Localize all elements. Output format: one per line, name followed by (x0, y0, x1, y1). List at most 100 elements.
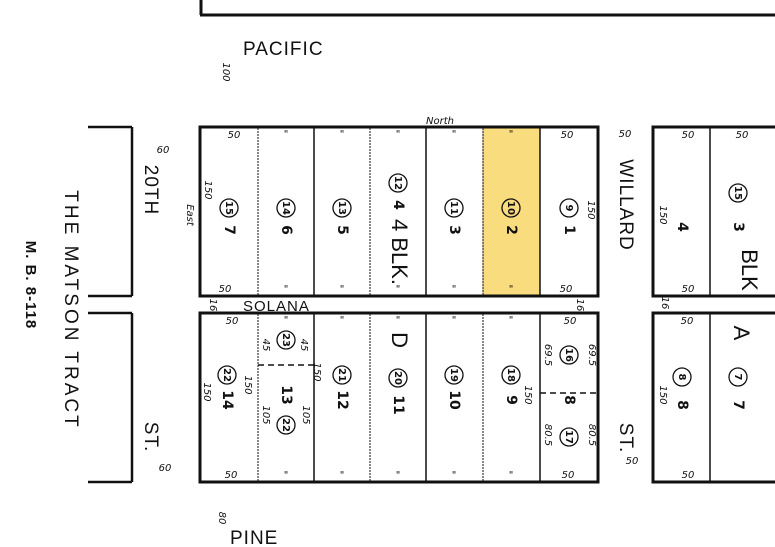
street-willard: WILLARD (615, 159, 636, 250)
ditto-mark: " (340, 315, 345, 326)
lot-number: 4 (674, 222, 690, 232)
parcel-circle (501, 198, 521, 218)
dimension-north: North (426, 116, 454, 127)
dimension-frontage: 50 (736, 130, 749, 141)
parcel-circle (219, 198, 239, 218)
dimension-willard-width: 50 (626, 456, 639, 467)
parcel-circle (559, 427, 579, 447)
block-label-south-center: D (387, 332, 412, 348)
dimension-split-front-8: 69.5 (586, 344, 597, 366)
parcel-number: 7 (732, 374, 743, 381)
dimension-frontage: 50 (219, 284, 232, 295)
dimension-split-rear: 105 (300, 405, 311, 424)
dimension-frontage: 50 (682, 284, 695, 295)
dimension-pacific-width: 100 (220, 62, 231, 81)
ditto-mark: " (284, 470, 289, 481)
lot-number: 14 (219, 390, 235, 410)
dimension-split-front: 45 (298, 339, 309, 352)
block-outline (198, 311, 600, 484)
dimension-twentieth-width: 60 (159, 463, 172, 474)
street-willard-suffix: ST. (615, 423, 636, 453)
parcel-circle (559, 198, 579, 218)
dimension-frontage: 50 (681, 316, 694, 327)
parcel-number: 15 (223, 201, 234, 215)
parcel-number: 8 (676, 374, 687, 381)
tract-name: THE MATSON TRACT (60, 190, 81, 429)
block-outline (651, 311, 775, 484)
ditto-mark: " (396, 470, 401, 481)
dimension-frontage: 50 (228, 130, 241, 141)
parcel-number: 10 (505, 201, 516, 215)
dimension-corner: 16 (574, 299, 585, 312)
street-solana: SOLANA (243, 298, 310, 315)
dimension-east: East (184, 204, 195, 227)
parcel-number: 22 (221, 368, 232, 382)
dimension-frontage: 50 (682, 470, 695, 481)
parcel-circle (501, 365, 521, 385)
ditto-mark: " (452, 284, 457, 295)
dimension-corner: 16 (207, 299, 218, 312)
ditto-mark: " (509, 315, 514, 326)
parcel-circle (559, 345, 579, 365)
lot-number: 10 (446, 390, 462, 410)
dimension-split-front: 45 (260, 339, 271, 352)
ditto-mark: " (452, 315, 457, 326)
dimension-depth: 150 (201, 382, 212, 401)
parcel-circle (276, 198, 296, 218)
lot-number: 4 (390, 200, 406, 210)
dimension-depth: 150 (202, 180, 213, 199)
block-lines (88, 0, 775, 484)
parcel-number: 11 (448, 201, 459, 215)
parcel-number: 15 (732, 186, 743, 200)
dimension-twentieth-width: 60 (157, 145, 170, 156)
dimension-split-rear: 105 (260, 405, 271, 424)
ditto-mark: " (509, 284, 514, 295)
parcel-number: 23 (280, 333, 291, 347)
parcel-circle (276, 330, 296, 350)
parcel-number: 18 (505, 368, 516, 382)
parcel-number: 22 (280, 418, 291, 432)
parcel-number: 21 (336, 368, 347, 382)
block-label-north-east: BLK (737, 249, 762, 291)
dimension-depth: 150 (522, 385, 533, 404)
lot-number: 2 (503, 225, 519, 235)
parcel-number: 13 (336, 201, 347, 215)
lot-number: 11 (390, 395, 406, 414)
highlighted-lot (482, 127, 541, 296)
parcel-circle (388, 368, 408, 388)
parcel-circle (332, 198, 352, 218)
map-labels: PACIFIC SOLANA PINE 20TH ST. WILLARD ST.… (22, 39, 762, 547)
parcel-number: 16 (563, 348, 574, 362)
parcel-number: 17 (563, 430, 574, 444)
ditto-mark: " (340, 470, 345, 481)
dimension-depth: 150 (242, 375, 253, 394)
ditto-mark: " (284, 129, 289, 140)
street-20th-suffix: ST. (140, 422, 161, 452)
block-outline (651, 125, 775, 298)
parcel-circle (728, 367, 748, 387)
dimension-frontage: 50 (225, 470, 238, 481)
ditto-mark: " (340, 284, 345, 295)
dimension-corner: 16 (659, 297, 670, 310)
parcel-number: 14 (280, 201, 291, 215)
parcel-circle (444, 365, 464, 385)
ditto-mark: " (452, 470, 457, 481)
dimension-split-front-8: 69.5 (542, 344, 553, 366)
ditto-mark: " (340, 129, 345, 140)
street-pacific: PACIFIC (243, 39, 324, 60)
ditto-mark: " (452, 129, 457, 140)
parcel-number: 12 (392, 176, 403, 190)
lot-number: 6 (278, 225, 294, 235)
dimension-frontage: 50 (682, 130, 695, 141)
parcel-circle (444, 198, 464, 218)
block-outline (198, 125, 600, 298)
dimension-depth: 150 (657, 205, 668, 224)
lot-number: 8 (561, 395, 577, 405)
lot-number: 7 (221, 225, 237, 235)
parcel-circle (728, 183, 748, 203)
ditto-mark: " (396, 129, 401, 140)
